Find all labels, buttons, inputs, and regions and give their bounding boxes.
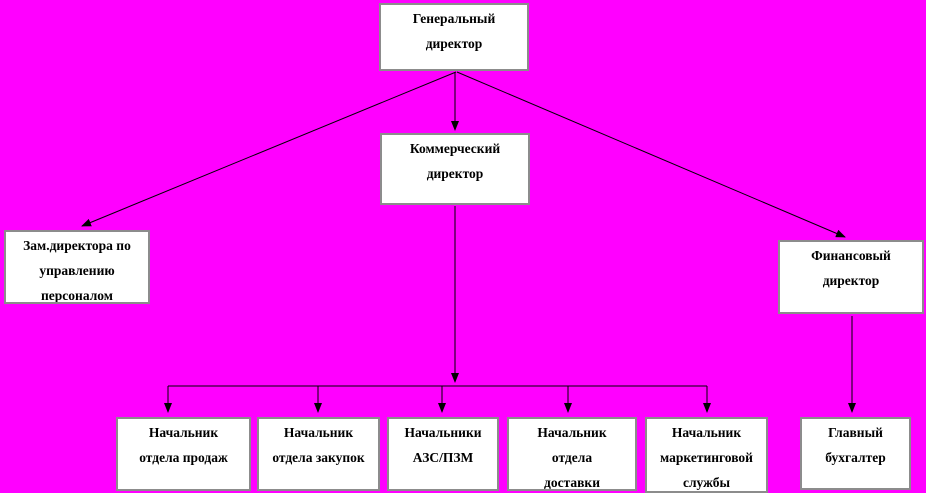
node-deputy-director-hr: Зам.директора по управлению персоналом [4, 230, 150, 304]
node-financial-director: Финансовый директор [778, 240, 924, 314]
node-general-director: Генеральный директор [379, 3, 529, 71]
node-heads-of-azs-pzm: Начальники АЗС/ПЗМ [387, 417, 499, 491]
node-head-of-sales: Начальник отдела продаж [116, 417, 251, 491]
node-head-of-purchasing: Начальник отдела закупок [257, 417, 380, 491]
node-head-of-marketing: Начальник маркетинговой службы [645, 417, 768, 493]
edge-general-to-deputy [81, 71, 457, 227]
node-head-of-delivery: Начальник отдела доставки [507, 417, 637, 491]
node-commercial-director: Коммерческий директор [380, 133, 530, 205]
node-chief-accountant: Главный бухгалтер [800, 417, 911, 490]
edge-general-to-financial [456, 71, 846, 238]
